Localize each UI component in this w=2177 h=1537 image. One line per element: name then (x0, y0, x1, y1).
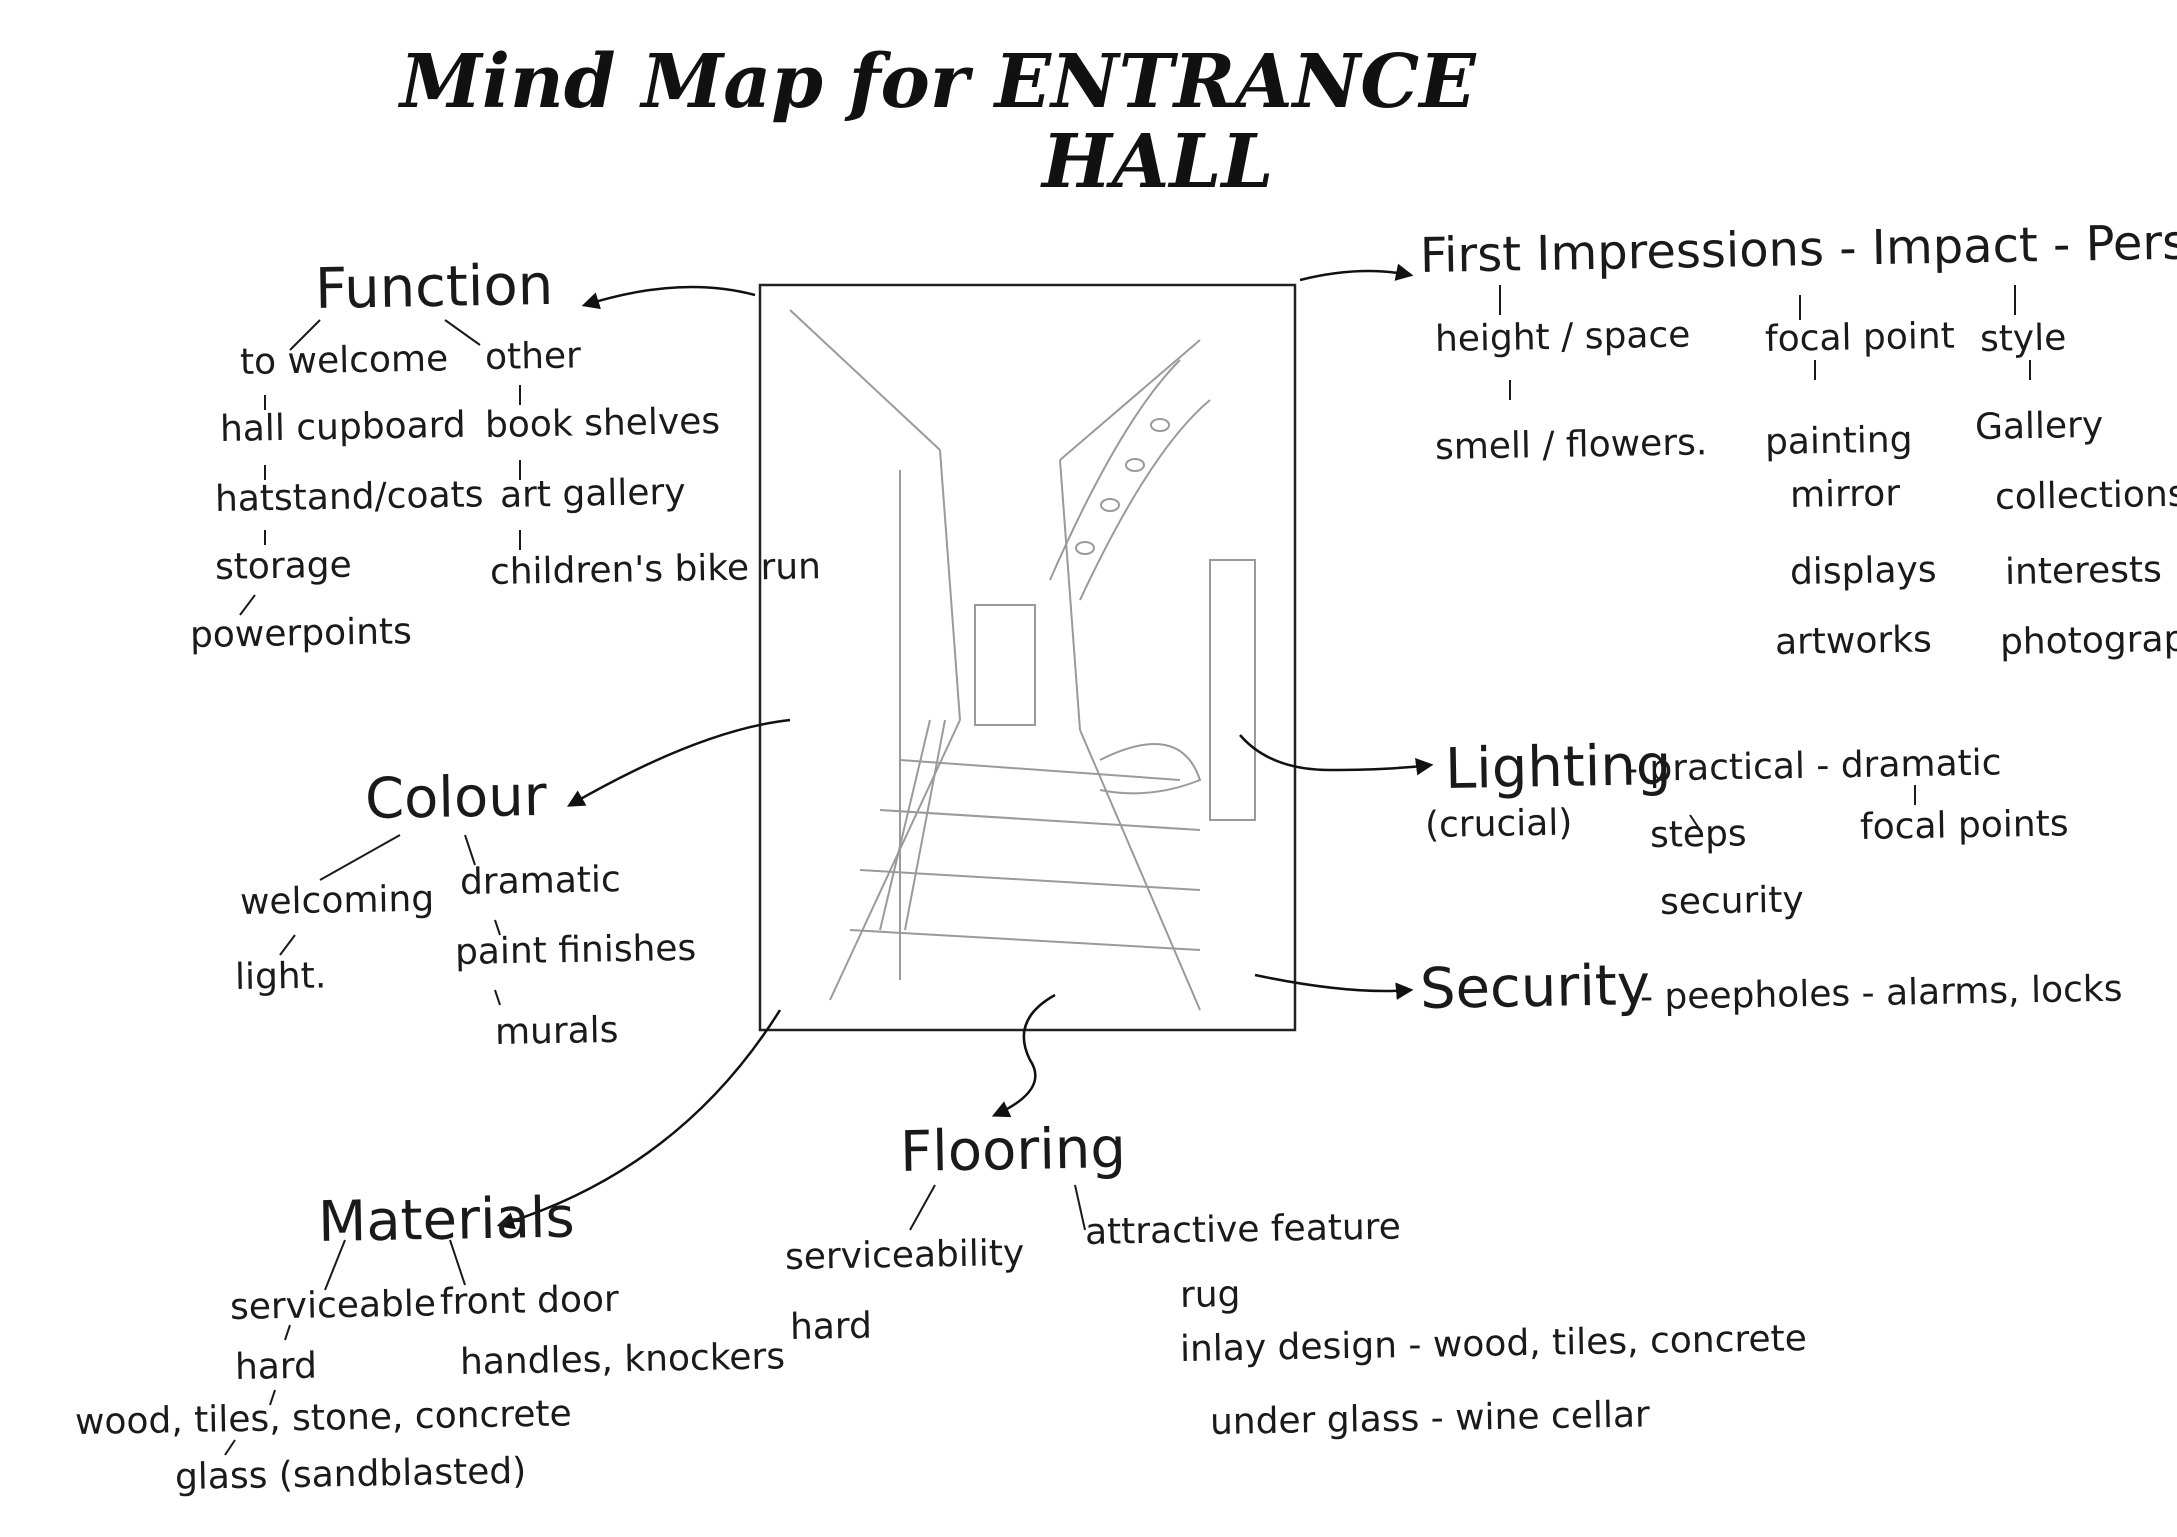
security-line: - peepholes - alarms, locks (1639, 968, 2123, 1018)
materials-item: serviceable (229, 1283, 437, 1328)
first-impressions-item: collections (1994, 473, 2177, 518)
arrow-to-lighting (1239, 734, 1434, 776)
flooring-item: hard (789, 1305, 873, 1348)
arrow-to-materials (496, 1009, 782, 1230)
function-item: art gallery (499, 471, 686, 516)
materials-item: wood, tiles, stone, concrete (74, 1393, 573, 1443)
first-impressions-item: Gallery (1974, 404, 2104, 448)
first-impressions-item: smell / flowers. (1434, 422, 1708, 468)
hallway-sketch (758, 283, 1297, 1032)
flooring-item: rug (1179, 1273, 1241, 1316)
colour-item: light. (234, 955, 327, 998)
arrow-to-flooring (991, 993, 1056, 1118)
lighting-item: focal points (1859, 803, 2069, 848)
flooring-item: under glass - wine cellar (1209, 1394, 1651, 1443)
colour-item: paint finishes (454, 927, 697, 973)
function-item: other (484, 335, 582, 378)
lighting-item: steps (1649, 813, 1747, 856)
function-item: to welcome (239, 338, 449, 383)
flooring-hub: Flooring (899, 1116, 1127, 1185)
function-item: book shelves (484, 400, 721, 446)
materials-hub: Materials (317, 1185, 576, 1255)
first-impressions-item: artworks (1774, 619, 1933, 663)
flooring-item: attractive feature (1084, 1206, 1402, 1253)
function-item: hall cupboard (219, 404, 467, 450)
colour-item: welcoming (239, 878, 435, 923)
lighting-note: (crucial) (1424, 802, 1573, 846)
colour-item: murals (494, 1009, 619, 1053)
arrow-to-security (1254, 973, 1414, 1000)
sketch-frame (758, 283, 1297, 1032)
first-impressions-item: height / space (1434, 314, 1691, 360)
first-impressions-item: displays (1789, 549, 1937, 593)
function-item: storage (214, 544, 353, 588)
function-hub: Function (314, 252, 554, 322)
materials-item: front door (439, 1278, 620, 1323)
function-item: children's bike run (489, 546, 822, 593)
materials-item: glass (sandblasted) (174, 1450, 527, 1498)
lighting-line: - practical - dramatic (1624, 742, 2002, 790)
materials-item: hard (234, 1345, 318, 1388)
function-item: powerpoints (189, 611, 413, 656)
first-impressions-item: painting (1764, 419, 1913, 463)
arrow-to-first-impressions (1299, 263, 1414, 282)
lighting-item: security (1659, 879, 1805, 923)
security-hub: Security (1419, 952, 1651, 1022)
first-impressions-item: photographs (1999, 618, 2177, 663)
branch-ticks (224, 285, 2031, 1456)
arrow-to-colour (566, 718, 791, 807)
first-impressions-hub: First Impressions - Impact - Personality (1419, 211, 2177, 284)
flooring-item: serviceability (784, 1232, 1025, 1278)
first-impressions-item: style (1979, 317, 2067, 360)
materials-item: handles, knockers (459, 1336, 786, 1383)
first-impressions-item: focal point (1764, 315, 1956, 360)
first-impressions-item: mirror (1789, 473, 1901, 516)
first-impressions-item: interests (2004, 549, 2163, 593)
arrow-to-function (581, 285, 756, 310)
function-item: hatstand/coats (214, 474, 484, 520)
title-line-2: HALL (1042, 119, 1274, 205)
colour-item: dramatic (459, 859, 622, 903)
title-line-1: Mind Map for ENTRANCE (400, 39, 1476, 125)
colour-hub: Colour (364, 763, 548, 832)
